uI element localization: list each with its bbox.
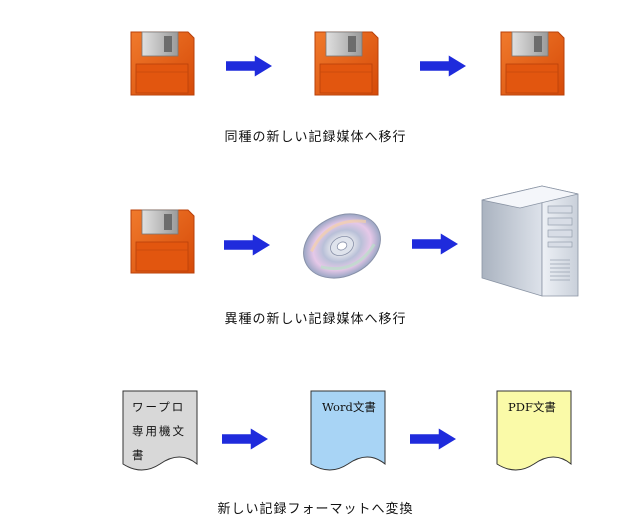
document-label: Word文書 — [322, 400, 376, 414]
server-tower-icon — [481, 185, 579, 297]
document-label: PDF文書 — [508, 400, 556, 414]
document-icon — [122, 390, 198, 471]
floppy-disk-icon — [128, 208, 196, 276]
right-arrow-icon — [410, 428, 456, 450]
row-caption: 異種の新しい記録媒体へ移行 — [224, 312, 407, 327]
document-label: 専用機文 — [132, 424, 186, 438]
right-arrow-icon — [412, 233, 458, 255]
right-arrow-icon — [224, 234, 270, 256]
floppy-disk-icon — [498, 30, 566, 98]
document-icon — [310, 390, 386, 471]
floppy-disk-icon — [312, 30, 380, 98]
cd-disc-icon — [303, 213, 381, 279]
document-label: 書 — [132, 448, 144, 462]
right-arrow-icon — [226, 55, 272, 77]
document-label: ワープロ — [132, 400, 186, 414]
floppy-disk-icon — [128, 30, 196, 98]
document-icon — [496, 390, 572, 471]
row-caption: 同種の新しい記録媒体へ移行 — [224, 130, 407, 145]
row-caption: 新しい記録フォーマットへ変換 — [217, 502, 414, 517]
right-arrow-icon — [420, 55, 466, 77]
right-arrow-icon — [222, 428, 268, 450]
